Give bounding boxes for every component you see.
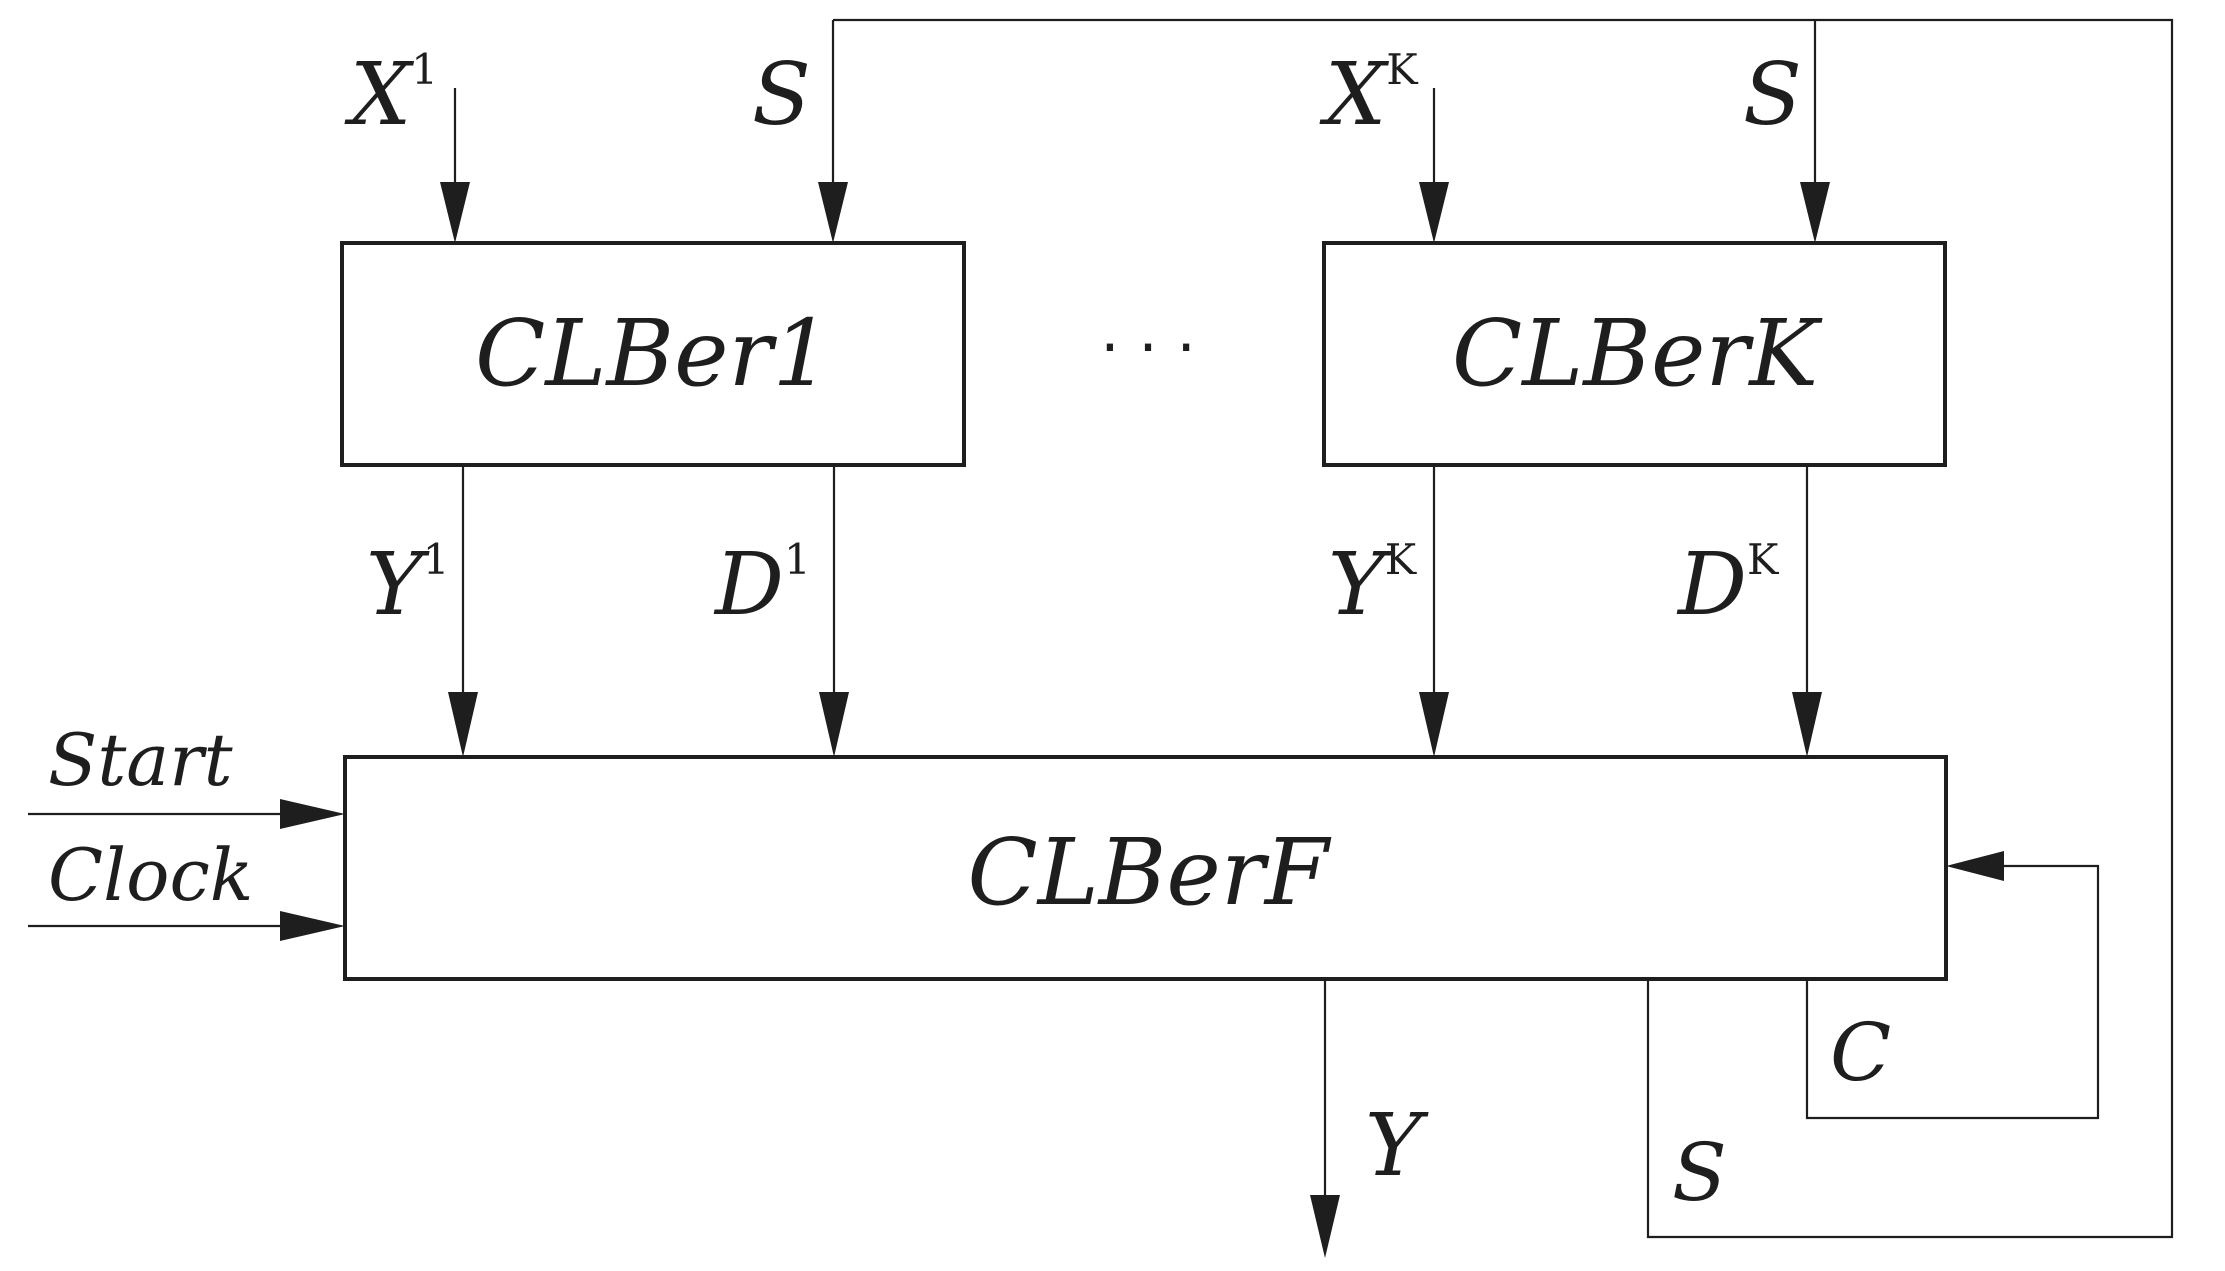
clock-arrow: [28, 911, 345, 941]
input-xk-base: X: [1319, 45, 1390, 145]
block-clber1: CLBer1: [340, 241, 966, 467]
output-dk-arrow: [1792, 465, 1822, 757]
ellipsis: · · ·: [1100, 313, 1195, 383]
output-dk-sup: K: [1747, 535, 1780, 584]
block-clberk-label: CLBerK: [1452, 300, 1824, 407]
output-d1-label: D1: [713, 535, 811, 635]
output-yk-label: YK: [1328, 535, 1418, 635]
block-clberf-label: CLBerF: [967, 819, 1332, 926]
output-d1-arrow: [819, 465, 849, 757]
input-xk-label: XK: [1319, 45, 1419, 145]
clock-label: Clock: [48, 833, 253, 917]
output-yk-base: Y: [1328, 535, 1392, 635]
output-y1-sup: 1: [423, 535, 450, 584]
output-yk-sup: K: [1385, 535, 1418, 584]
block-clber1-label: CLBer1: [475, 300, 831, 407]
output-y1-label: Y1: [366, 535, 450, 635]
output-dk-base: D: [1676, 535, 1747, 635]
output-dk-label: DK: [1676, 535, 1780, 635]
input-xk-sup: K: [1386, 45, 1419, 94]
block-clberf: CLBerF: [343, 755, 1948, 981]
start-arrow: [28, 799, 345, 829]
start-label: Start: [48, 718, 234, 802]
input-xk-arrow: [1419, 88, 1449, 243]
feedback-c-label: C: [1830, 1006, 1891, 1099]
output-d1-sup: 1: [784, 535, 811, 584]
c-feedback-loop: [1805, 851, 2100, 1120]
output-yk-arrow: [1419, 465, 1449, 757]
input-x1-label: X1: [344, 45, 438, 145]
input-s-first-label: S: [752, 45, 811, 145]
output-y1-base: Y: [366, 535, 430, 635]
input-x1-arrow: [440, 88, 470, 243]
s-feedback-bus: [833, 18, 2174, 1239]
final-output-label: Y: [1365, 1096, 1429, 1196]
output-d1-base: D: [713, 535, 784, 635]
input-s-last-label: S: [1743, 45, 1802, 145]
input-s-first-arrow: [818, 20, 848, 243]
input-x1-base: X: [344, 45, 415, 145]
input-x1-sup: 1: [411, 45, 438, 94]
block-clberk: CLBerK: [1322, 241, 1947, 467]
input-s-last-arrow: [1800, 20, 1830, 243]
feedback-s-label: S: [1672, 1126, 1727, 1219]
output-y1-arrow: [448, 465, 478, 757]
final-output-arrow: [1310, 979, 1340, 1258]
